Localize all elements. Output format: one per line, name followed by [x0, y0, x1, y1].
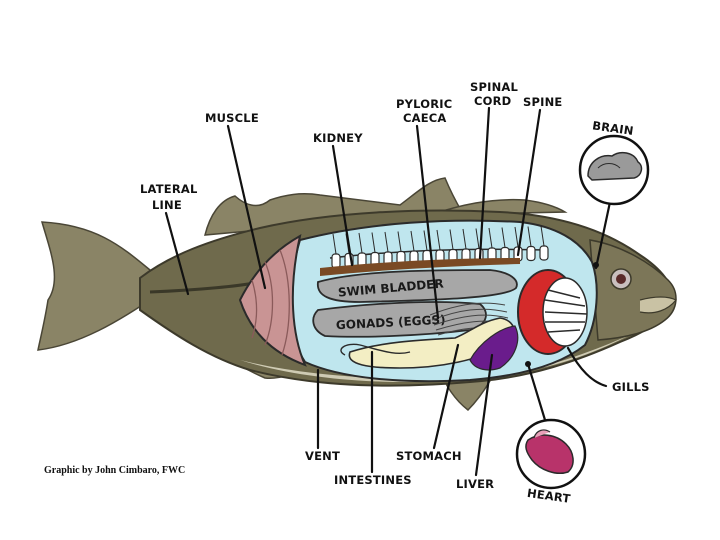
lateral-line-label-line2: LINE [152, 198, 182, 212]
leader-lines [164, 106, 612, 477]
intestines-label: INTESTINES [334, 473, 412, 487]
spine-leader [516, 108, 542, 257]
heart-leader [526, 362, 547, 422]
vertebra [526, 245, 536, 262]
spinal-cord-label-line2: CORD [474, 94, 511, 108]
liver [469, 325, 519, 371]
fish-head [589, 239, 677, 341]
neural-spine [501, 227, 506, 248]
neural-spine [384, 231, 389, 253]
kidney-label: KIDNEY [313, 131, 363, 145]
muscle-segments [251, 249, 290, 356]
graphic-credit: Graphic by John Cimbaro, FWC [44, 465, 185, 476]
intestine-loop [340, 343, 411, 356]
heart-label: HEART [526, 486, 571, 506]
neural-spine [527, 226, 532, 247]
kidney-organ [320, 258, 520, 276]
neural-spine [462, 228, 467, 250]
brain-callout [578, 134, 650, 268]
neural-spine [488, 227, 493, 249]
stomach-leader [432, 343, 460, 450]
brain-leader [594, 200, 612, 270]
gills-leader [566, 346, 608, 388]
neural-spine [410, 230, 415, 252]
heart-callout [515, 361, 587, 490]
fish-pupil [616, 274, 626, 284]
gonads-label: GONADS (EGGS) [336, 313, 446, 333]
neural-spine [423, 230, 428, 251]
lateral-line-label-line1: LATERAL [140, 182, 198, 196]
spinal-cord-leader [478, 106, 491, 260]
fish-mouth [639, 296, 677, 314]
vertebra [539, 245, 549, 261]
neural-spine [358, 232, 363, 254]
brain-label: BRAIN [591, 118, 634, 138]
pyloric-caeca-label-line1: PYLORIC [396, 97, 452, 111]
kidney-leader [331, 144, 354, 267]
heart-shape [525, 434, 574, 474]
gills-label: GILLS [612, 380, 650, 394]
liver-leader [474, 353, 494, 477]
neural-spine [332, 233, 337, 255]
neural-spine [449, 229, 454, 250]
vertebra [331, 253, 341, 269]
neural-spine [540, 225, 545, 247]
neural-spine [397, 231, 402, 252]
muscle-label: MUSCLE [205, 111, 259, 125]
brain-shape [587, 151, 643, 181]
spine-label: SPINE [523, 95, 562, 109]
lateral-line-leader [164, 211, 190, 296]
spinal-cord-label-line1: SPINAL [470, 80, 519, 94]
stomach-label: STOMACH [396, 449, 462, 463]
neural-spine [371, 232, 376, 253]
muscle-leader [226, 124, 267, 290]
swim-bladder [317, 269, 518, 303]
pyloric-caeca-label-line2: CAECA [403, 111, 447, 125]
dorsal-fin-spiny [204, 177, 464, 236]
gills [517, 269, 588, 355]
pyloric-caeca-leader [415, 124, 440, 320]
neural-spine [514, 226, 519, 248]
neural-spine [436, 229, 441, 251]
text-labels: MUSCLE KIDNEY PYLORIC CAECA SPINAL CORD … [44, 80, 650, 506]
neural-spine [475, 228, 480, 249]
tail-fin [37, 221, 151, 351]
liver-label: LIVER [456, 477, 494, 491]
vent-label: VENT [305, 449, 340, 463]
